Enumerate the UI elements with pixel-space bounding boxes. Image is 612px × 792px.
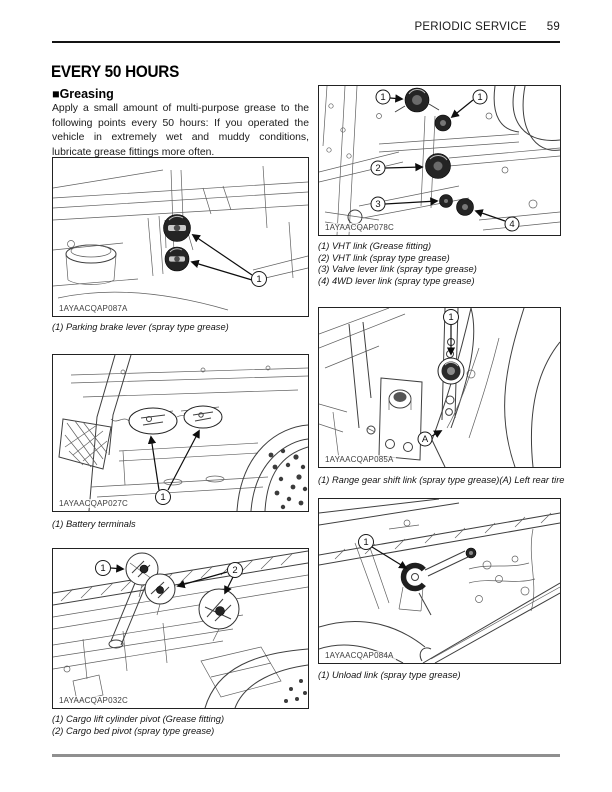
figure-code: 1AYAACQAP027C [57,499,131,508]
callout-arrow [167,429,200,491]
tire-tread-texture [284,679,307,703]
figure-art-range-gear-shift-link: 1 A [319,308,560,467]
figure-range-gear-shift-link: 1 A 1AYAACQAP085A [318,307,561,468]
figure-code: 1AYAACQAP085A [323,455,396,464]
grease-point [439,194,453,208]
callout-4: 4 [504,216,520,232]
callout-3: 3 [370,196,386,212]
grease-point [434,114,452,132]
running-header: PERIODIC SERVICE 59 [415,21,560,33]
figure-caption: (1) Unload link (spray type grease) [318,670,461,680]
figure-code: 1AYAACQAP084A [323,651,396,660]
pivot-detail-circle [144,573,176,605]
running-header-title: PERIODIC SERVICE [414,21,527,33]
grease-point [404,87,430,113]
callout-arrow [371,546,408,569]
callout-arrow [384,162,424,172]
svg-text:1: 1 [256,274,261,285]
figure-art-vht-links: 1 1 2 3 4 [319,86,560,235]
page-number: 59 [546,21,560,33]
callout-arrow [450,99,474,119]
figure-caption-group: (1) Cargo lift cylinder pivot (Grease fi… [52,714,224,737]
figure-caption: (1) Battery terminals [52,519,136,529]
callout-2: 2 [227,562,243,578]
svg-text:3: 3 [375,199,380,210]
pivot-detail-circle [125,552,159,586]
figure-art-cargo-pivots: 1 2 [53,550,308,708]
figure-caption-group: (1) VHT link (Grease fitting) (2) VHT li… [318,241,477,288]
figure-unload-link: 1 1AYAACQAP084A [318,498,561,664]
callout-arrow [110,564,125,573]
figure-caption-group: (1) Range gear shift link (spray type gr… [318,475,565,487]
figure-code: 1AYAACQAP032C [57,696,131,705]
svg-text:4: 4 [509,219,514,230]
grease-point [456,198,474,216]
figure-caption: (A) Left rear tire [499,475,565,485]
callout-arrow [384,197,439,206]
svg-text:A: A [422,434,429,445]
grease-point [400,562,426,592]
grease-point [164,246,190,272]
figure-art-parking-brake-lever: 1 [53,165,308,311]
figure-code: 1AYAACQAP087A [57,304,130,313]
svg-text:2: 2 [375,163,380,174]
callout-arrow [190,259,253,281]
figure-battery-terminals: 1 1AYAACQAP027C [52,354,309,512]
grease-point [437,357,465,385]
figure-caption: (1) Parking brake lever (spray type grea… [52,322,229,332]
tire-tread-texture [268,448,308,510]
figure-caption: (2) Cargo bed pivot (spray type grease) [52,725,215,736]
grease-point [163,214,191,242]
callout-arrow [224,576,234,595]
terminal-highlight [128,407,178,435]
callout-1: 1 [375,89,391,105]
figure-caption: (2) VHT link (spray type grease) [318,252,450,263]
figure-caption: (4) 4WD lever link (spray type grease) [318,276,475,287]
callout-arrow [191,234,253,276]
grease-point [465,547,477,559]
terminal-highlight [183,405,223,429]
figure-parking-brake-lever: 1 1AYAACQAP087A [52,157,309,317]
callout-arrow [176,571,228,589]
figure-vht-links: 1 1 2 3 4 1AYAACQAP078C [318,85,561,236]
subsection-bullet: ■ [52,87,60,101]
callout-arrow [474,209,506,222]
figure-cargo-pivots: 1 2 1AYAACQAP032C [52,548,309,709]
callout-1: 1 [358,534,374,550]
subsection-title-label: Greasing [59,87,114,101]
callout-1: 1 [155,489,171,505]
callout-arrow [389,94,404,103]
callout-A: A [417,431,433,447]
figure-caption: (1) Cargo lift cylinder pivot (Grease fi… [52,714,225,724]
callout-2: 2 [370,160,386,176]
figure-art-battery-terminals: 1 [58,355,308,511]
callout-arrow [431,430,443,438]
figure-art-unload-link: 1 [319,499,560,663]
svg-text:2: 2 [232,565,237,576]
pivot-detail-circle [198,588,240,630]
svg-text:1: 1 [477,92,482,103]
svg-text:1: 1 [100,563,105,574]
figure-caption: (3) Valve lever link (spray type grease) [318,264,477,275]
footer-rule [52,754,560,757]
subsection-title: ■Greasing [52,87,114,101]
callout-1: 1 [251,271,267,287]
figure-caption: (1) VHT link (Grease fitting) [318,241,432,251]
section-title: EVERY 50 HOURS [51,62,180,81]
svg-text:1: 1 [380,92,385,103]
svg-text:1: 1 [160,492,165,503]
svg-text:1: 1 [448,312,453,323]
callout-arrow [147,435,160,491]
callout-1: 1 [472,89,488,105]
grease-point [425,153,451,179]
callout-1: 1 [95,560,111,576]
figure-caption: (1) Range gear shift link (spray type gr… [318,475,500,485]
svg-text:1: 1 [363,537,368,548]
header-rule [52,41,560,43]
body-paragraph: Apply a small amount of multi-purpose gr… [52,103,309,158]
figure-code: 1AYAACQAP078C [323,223,397,232]
callout-1: 1 [443,309,459,325]
